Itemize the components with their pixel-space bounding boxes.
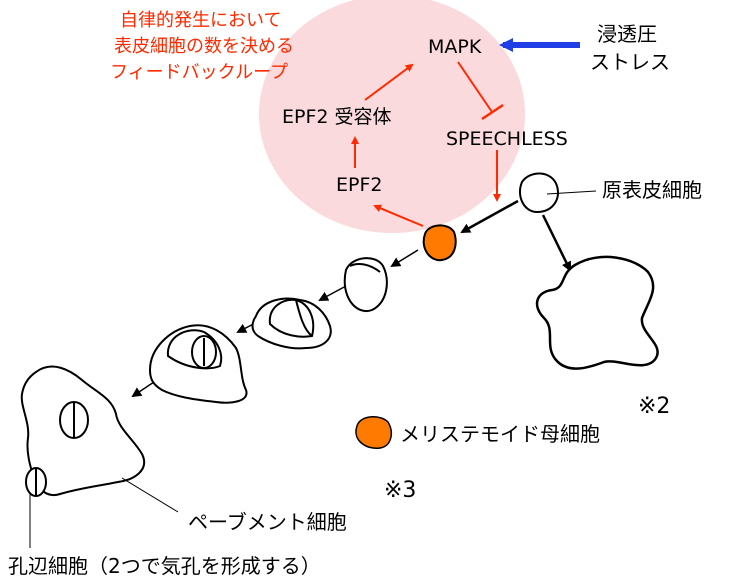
arrow-step1 <box>390 249 419 268</box>
arrow-mmc-to-epf2 <box>373 204 424 227</box>
meristemoid-mother-cell <box>422 224 457 262</box>
pavement-cell-large <box>535 255 659 370</box>
meristemoid-legend-label: メリステモイド母細胞 <box>400 422 600 446</box>
inhibit-mapk-to-speechless <box>457 61 493 113</box>
loop-label-line3: フィードバックループ <box>110 62 289 83</box>
legend-meristemoid-icon <box>355 416 393 449</box>
protodermal-label-leader <box>546 190 597 195</box>
feedback-loop-circle <box>259 0 525 233</box>
stage2-cell <box>251 297 332 350</box>
node-speechless: SPEECHLESS <box>446 128 568 150</box>
arrow-to-pavement <box>541 214 572 272</box>
guard-cell-label: 孔辺細胞（2つで気孔を形成する） <box>8 554 321 578</box>
loop-label-line2: 表皮細胞の数を決める <box>114 36 294 57</box>
pavement-cell-label: ペーブメント細胞 <box>188 510 347 534</box>
protodermal-cell-label: 原表皮細胞 <box>602 178 702 202</box>
stage3-cell <box>148 324 248 404</box>
mature-epidermis <box>20 365 145 497</box>
protodermal-cell <box>518 172 559 214</box>
loop-label-line1: 自律的発生において <box>120 10 282 31</box>
note-3: ※3 <box>384 478 417 503</box>
osmotic-stress-line2: ストレス <box>590 50 670 74</box>
node-mapk: MAPK <box>428 36 482 58</box>
stage1-cell <box>343 257 388 313</box>
inhibit-bar <box>481 103 504 121</box>
node-epf2-receptor: EPF2 受容体 <box>282 106 392 128</box>
arrow-to-mmc <box>460 199 519 234</box>
pavement-cell-leader <box>121 477 179 513</box>
note-2: ※2 <box>638 394 671 419</box>
arrow-step2 <box>318 285 347 301</box>
node-epf2: EPF2 <box>336 174 383 196</box>
arrow-receptor-to-mapk <box>364 63 414 101</box>
osmotic-stress-line1: 浸透圧 <box>597 22 657 46</box>
